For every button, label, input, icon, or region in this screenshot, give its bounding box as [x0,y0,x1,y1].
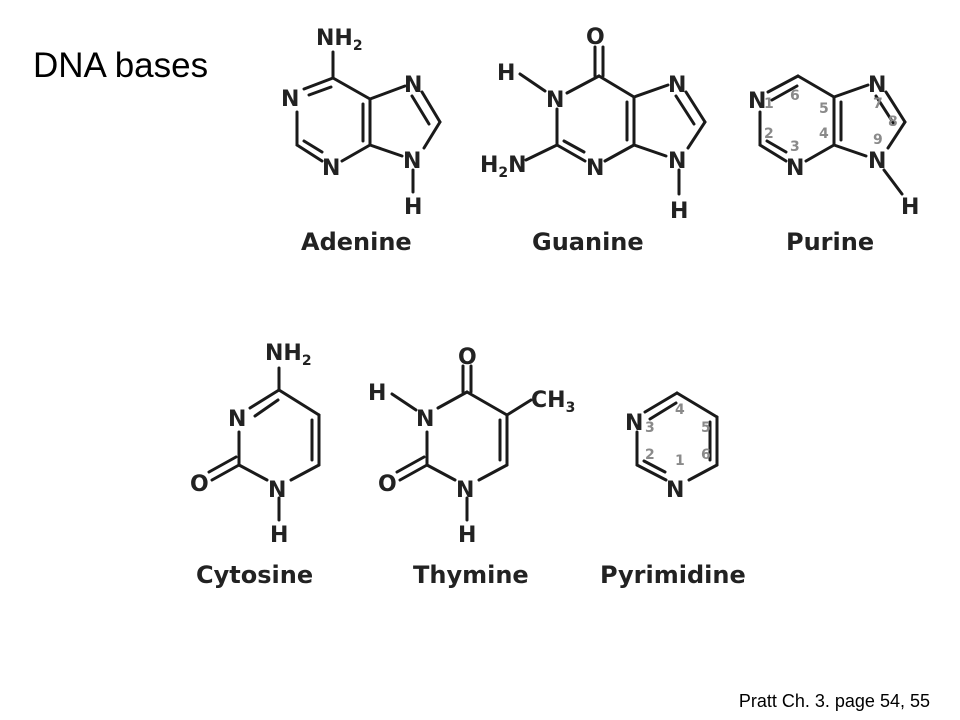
adenine-n1-label: N [281,87,299,112]
adenine-n3-label: N [322,156,340,181]
adenine-n7-label: N [404,73,422,98]
purine-ring-number-1: 1 [764,96,774,112]
pyrimidine-ring-number-3: 3 [645,420,655,436]
purine-ring-number-3: 3 [790,139,800,155]
pyrimidine-structure: N N 1 2 3 4 5 6 Pyrimidine [600,391,746,589]
pyrimidine-n3-label: N [625,411,643,436]
pyrimidine-ring-number-5: 5 [701,420,711,436]
adenine-bonds [295,50,442,194]
guanine-oxygen-label: O [586,25,605,50]
pyrimidine-name: Pyrimidine [600,561,746,589]
purine-ring-number-5: 5 [819,101,829,117]
guanine-n3-label: N [586,156,604,181]
purine-h-label: H [901,195,919,220]
guanine-n1-label: N [546,88,564,113]
purine-ring-number-4: 4 [819,126,829,142]
slide-title: DNA bases [33,46,209,85]
thymine-methyl-label: CH3 [531,388,575,416]
purine-name: Purine [786,228,874,256]
purine-n7-label: N [868,73,886,98]
purine-n3-label: N [786,156,804,181]
pyrimidine-ring-number-6: 6 [701,447,711,463]
thymine-n3-label: N [416,407,434,432]
thymine-h3-label: H [368,381,386,406]
guanine-amino-label: H2N [480,153,527,181]
thymine-h1-label: H [458,523,476,548]
guanine-n9-label: N [668,149,686,174]
adenine-h-label: H [404,195,422,220]
adenine-n9-label: N [403,149,421,174]
purine-ring-number-9: 9 [873,132,883,148]
guanine-name: Guanine [532,228,644,256]
purine-n9-label: N [868,149,886,174]
thymine-structure: O H N CH3 N O H Thymine [368,345,575,589]
adenine-amino-label: NH2 [316,26,363,54]
guanine-structure: O H N H2N N N N H Guanine [480,25,707,256]
thymine-name: Thymine [413,561,529,589]
purine-ring-number-6: 6 [790,88,800,104]
cytosine-oxygen-label: O [190,472,209,497]
cytosine-n1-label: N [268,478,286,503]
purine-ring-number-2: 2 [764,126,774,142]
purine-ring-number-7: 7 [873,96,883,112]
adenine-name: Adenine [301,228,412,256]
cytosine-h-label: H [270,523,288,548]
guanine-n7-label: N [668,73,686,98]
pyrimidine-ring-number-1: 1 [675,453,685,469]
pyrimidine-bonds [635,391,719,482]
cytosine-name: Cytosine [196,561,313,589]
pyrimidine-ring-number-4: 4 [675,402,685,418]
citation: Pratt Ch. 3. page 54, 55 [738,691,930,711]
adenine-structure: NH2 N N N N H Adenine [281,26,442,256]
cytosine-structure: NH2 N N O H Cytosine [190,341,321,589]
cytosine-amino-label: NH2 [265,341,312,369]
purine-bonds [758,74,907,196]
guanine-h9-label: H [670,199,688,224]
thymine-oxygen-label: O [458,345,477,370]
cytosine-n3-label: N [228,407,246,432]
guanine-bonds [518,45,707,196]
thymine-oxygen2-label: O [378,472,397,497]
guanine-h1-label: H [497,61,515,86]
thymine-n1-label: N [456,478,474,503]
thymine-bonds [390,364,533,522]
purine-ring-number-8: 8 [888,114,898,130]
purine-structure: N N N N H 1 2 3 4 5 6 7 8 9 Purine [748,73,919,256]
pyrimidine-ring-number-2: 2 [645,447,655,463]
cytosine-bonds [207,366,321,522]
purine-n1-label: N [748,89,766,114]
pyrimidine-n1-label: N [666,478,684,503]
